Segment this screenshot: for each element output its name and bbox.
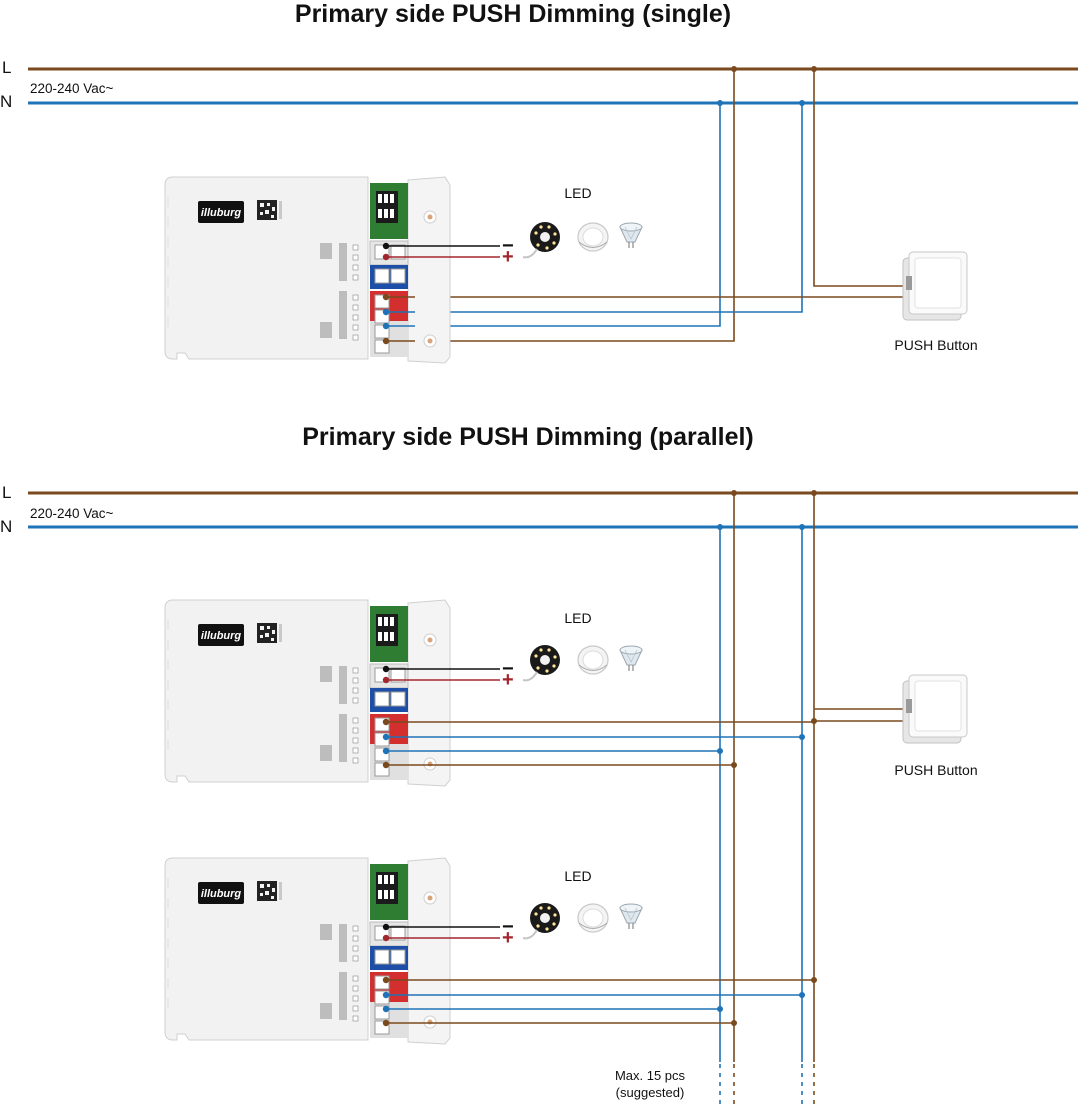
parallel-voltage-label: 220-240 Vac~ bbox=[30, 506, 114, 521]
parallel-led-label-2: LED bbox=[564, 868, 591, 884]
single-live-label: L bbox=[2, 58, 11, 77]
parallel-title: Primary side PUSH Dimming (parallel) bbox=[302, 423, 754, 451]
single-led-label: LED bbox=[564, 185, 591, 201]
parallel-minus-sign-2: − bbox=[502, 916, 514, 938]
junction-dot bbox=[717, 524, 723, 530]
spotlight-icon bbox=[619, 222, 643, 249]
parallel-minus-sign-1: − bbox=[502, 658, 514, 680]
junction-dot bbox=[731, 66, 737, 72]
parallel-push-button-label: PUSH Button bbox=[894, 762, 977, 778]
downlight-icon bbox=[577, 222, 609, 252]
single-live-to-driver-wire bbox=[415, 69, 735, 342]
parallel-led-driver-1: illuburg bbox=[164, 599, 451, 787]
junction-dot bbox=[717, 100, 723, 106]
brand-logo bbox=[198, 882, 244, 904]
led-strip-icon bbox=[522, 221, 561, 259]
junction-dot bbox=[811, 490, 817, 496]
single-neutral-push-wire bbox=[415, 103, 803, 313]
single-voltage-label: 220-240 Vac~ bbox=[30, 81, 114, 96]
single-diagram: Primary side PUSH Dimming (single) L N 2… bbox=[0, 0, 1078, 364]
parallel-plus-sign-2: + bbox=[502, 927, 514, 949]
single-push-button-icon bbox=[902, 251, 968, 321]
parallel-live-label: L bbox=[2, 483, 11, 502]
brand-logo bbox=[198, 201, 244, 223]
brand-logo bbox=[198, 624, 244, 646]
junction-dot bbox=[799, 100, 805, 106]
spotlight-icon bbox=[619, 645, 643, 672]
single-push-button-label: PUSH Button bbox=[894, 337, 977, 353]
single-neutral-to-driver-wire bbox=[415, 103, 721, 327]
parallel-plus-sign-1: + bbox=[502, 669, 514, 691]
downlight-icon bbox=[577, 645, 609, 675]
single-plus-sign: + bbox=[502, 246, 514, 268]
max-pcs-suggested-note: (suggested) bbox=[616, 1085, 685, 1100]
single-led-driver: illuburg bbox=[164, 176, 451, 364]
junction-dot bbox=[731, 490, 737, 496]
junction-dot bbox=[811, 66, 817, 72]
max-pcs-note: Max. 15 pcs bbox=[615, 1068, 686, 1083]
single-live-to-button-wire bbox=[813, 69, 905, 287]
parallel-neutral-label: N bbox=[0, 517, 12, 536]
single-neutral-label: N bbox=[0, 92, 12, 111]
single-minus-sign: − bbox=[502, 235, 514, 257]
downlight-icon bbox=[577, 903, 609, 933]
parallel-led-label-1: LED bbox=[564, 610, 591, 626]
single-title: Primary side PUSH Dimming (single) bbox=[295, 0, 731, 28]
parallel-push-button-icon bbox=[902, 674, 968, 744]
parallel-led-driver-2: illuburg bbox=[164, 857, 451, 1045]
brand-logo-text: illuburg bbox=[201, 630, 242, 642]
parallel-diagram: Primary side PUSH Dimming (parallel) L N… bbox=[0, 423, 1078, 1105]
junction-dot bbox=[799, 524, 805, 530]
junction-dot bbox=[811, 718, 817, 724]
led-strip-icon bbox=[522, 902, 561, 940]
spotlight-icon bbox=[619, 903, 643, 930]
led-strip-icon bbox=[522, 644, 561, 682]
brand-logo-text: illuburg bbox=[201, 888, 242, 900]
brand-logo-text: illuburg bbox=[201, 207, 242, 219]
